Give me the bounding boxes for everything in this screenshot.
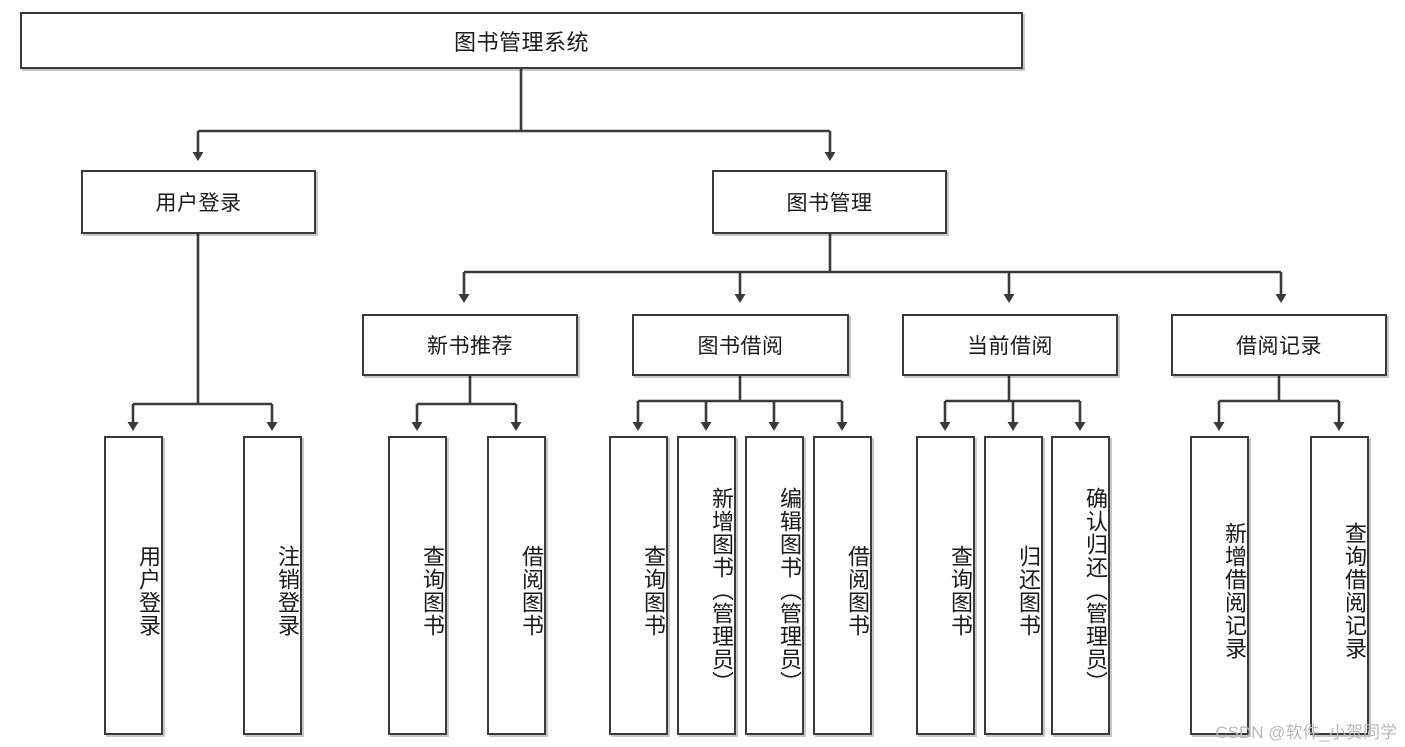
node-leaf-borrow-book[interactable]: 借阅图书 (813, 436, 872, 735)
node-borrow-record[interactable]: 借阅记录 (1171, 314, 1387, 376)
node-root-book-management-system[interactable]: 图书管理系统 (20, 12, 1023, 69)
node-leaf-query-book-current[interactable]: 查询图书 (916, 436, 975, 735)
node-leaf-query-borrow-record[interactable]: 查询借阅记录 (1310, 436, 1369, 735)
node-book-management[interactable]: 图书管理 (712, 170, 947, 234)
node-leaf-add-book-admin[interactable]: 新增图书（管理员） (677, 436, 736, 735)
node-leaf-logout-login[interactable]: 注销登录 (243, 436, 302, 735)
node-leaf-edit-book-admin[interactable]: 编辑图书（管理员） (745, 436, 804, 735)
node-leaf-add-borrow-record[interactable]: 新增借阅记录 (1190, 436, 1249, 735)
node-new-book-recommend[interactable]: 新书推荐 (362, 314, 578, 376)
node-current-borrow[interactable]: 当前借阅 (902, 314, 1118, 376)
csdn-watermark: CSDN @软件_小贺同学 (1215, 723, 1397, 742)
node-leaf-borrow-book-new[interactable]: 借阅图书 (487, 436, 546, 735)
node-leaf-query-book-borrow[interactable]: 查询图书 (609, 436, 668, 735)
node-user-login[interactable]: 用户登录 (81, 170, 316, 234)
node-leaf-confirm-return-admin[interactable]: 确认归还（管理员） (1051, 436, 1110, 735)
node-leaf-user-login[interactable]: 用户登录 (104, 436, 163, 735)
node-leaf-query-book-new[interactable]: 查询图书 (388, 436, 447, 735)
node-book-borrow[interactable]: 图书借阅 (632, 314, 849, 376)
node-leaf-return-book[interactable]: 归还图书 (984, 436, 1043, 735)
